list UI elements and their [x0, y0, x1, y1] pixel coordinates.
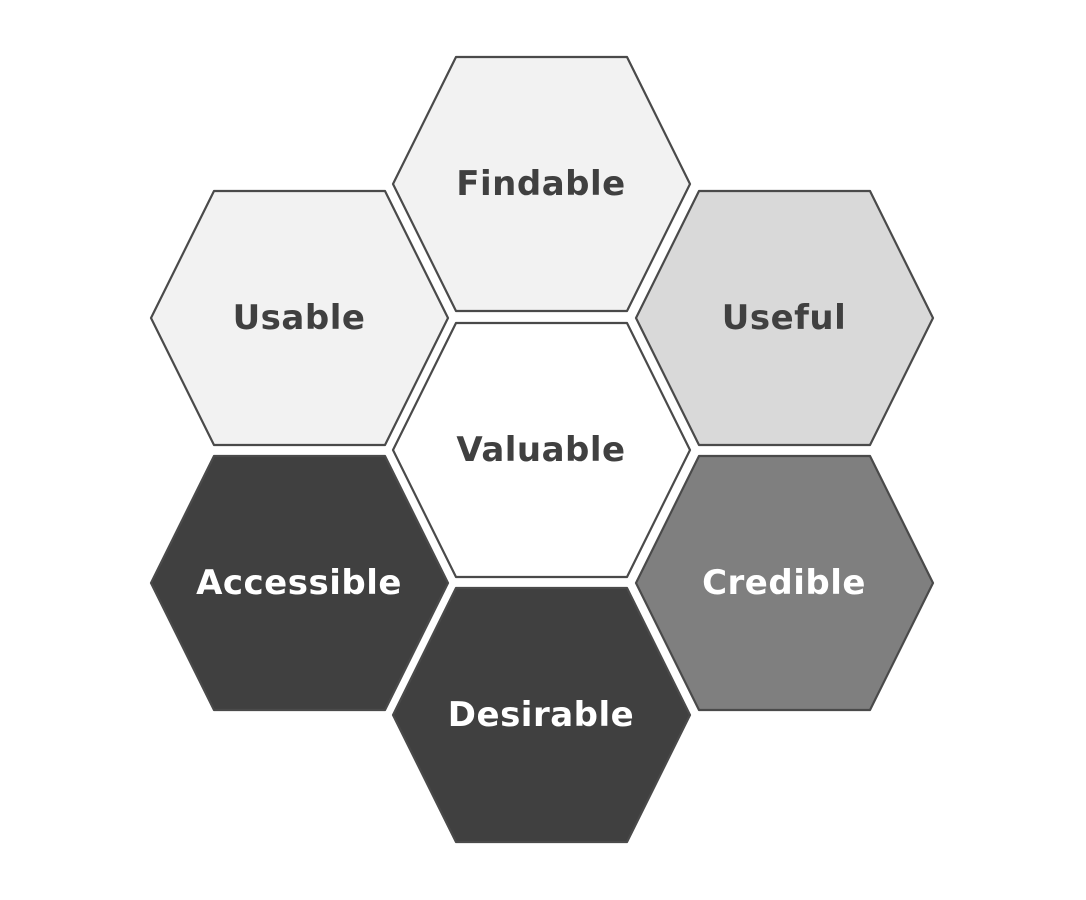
hexagon-desirable-label: Desirable: [448, 695, 634, 735]
hexagon-findable-label: Findable: [456, 164, 625, 204]
hexagon-useful: Useful: [634, 189, 935, 447]
hexagon-valuable-shape: [391, 321, 692, 579]
hexagon-credible-label: Credible: [702, 563, 866, 603]
hexagon-usable-label: Usable: [233, 298, 366, 338]
hexagon-credible-shape: [634, 454, 935, 712]
hexagon-usable: Usable: [149, 189, 450, 447]
hexagon-valuable: Valuable: [391, 321, 692, 579]
hexagon-valuable-label: Valuable: [456, 430, 625, 470]
hexagon-accessible-label: Accessible: [196, 563, 402, 603]
hexagon-useful-label: Useful: [722, 298, 847, 338]
hexagon-accessible: Accessible: [149, 454, 450, 712]
hexagon-findable: Findable: [391, 55, 692, 313]
hexagon-desirable-shape: [391, 586, 692, 844]
hexagon-usable-shape: [149, 189, 450, 447]
hexagon-credible: Credible: [634, 454, 935, 712]
hexagon-accessible-shape: [149, 454, 450, 712]
hexagon-useful-shape: [634, 189, 935, 447]
hexagon-findable-shape: [391, 55, 692, 313]
hexagon-desirable: Desirable: [391, 586, 692, 844]
